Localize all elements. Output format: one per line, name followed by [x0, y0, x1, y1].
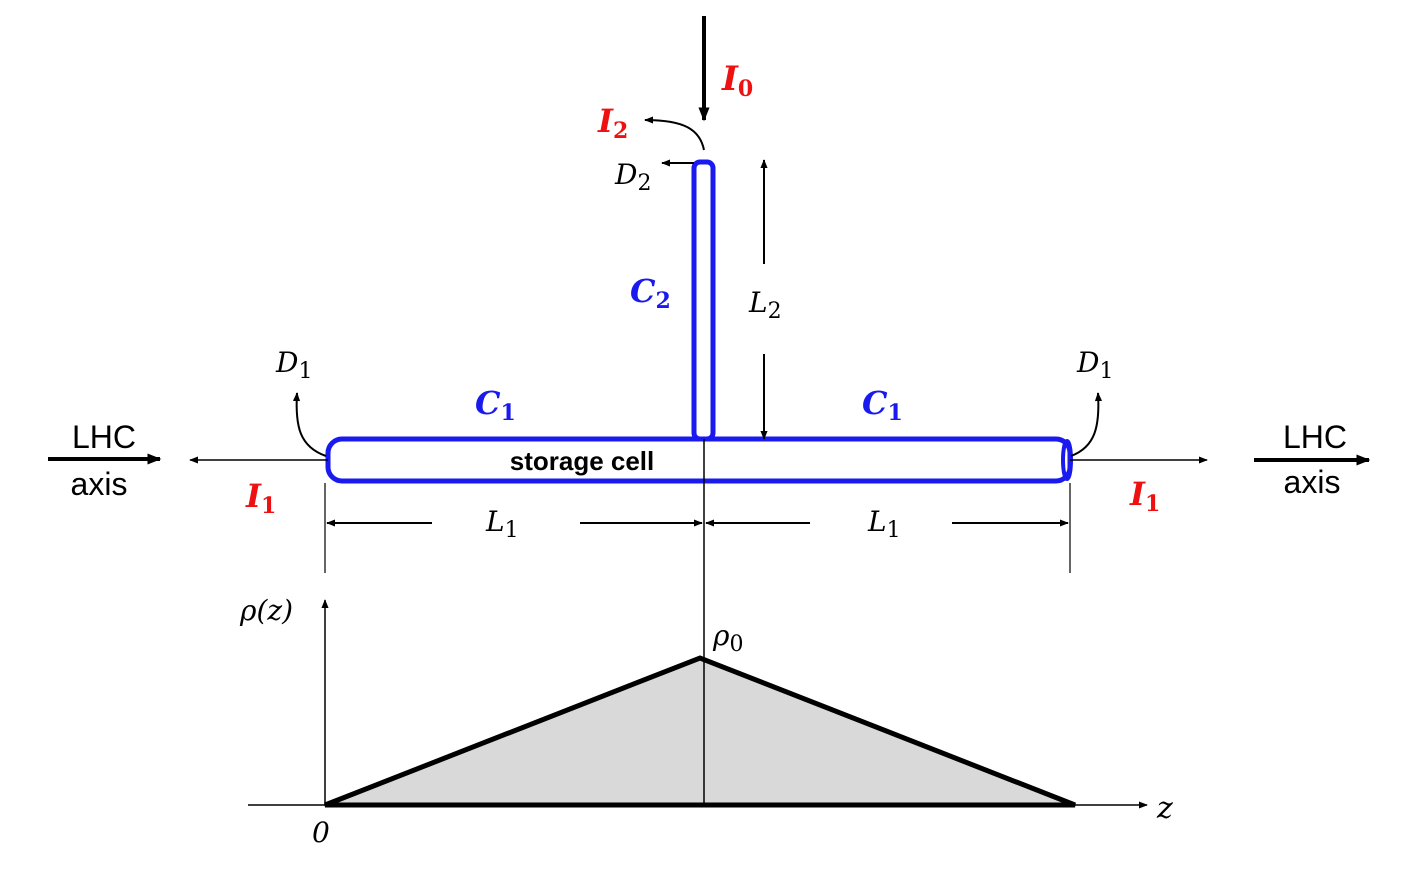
label-d2: D2	[614, 158, 651, 196]
label-rho-z: ρ(z)	[239, 594, 293, 627]
label-c1-left: C1	[475, 384, 516, 426]
label-lhc-left: LHC	[72, 419, 136, 455]
label-storage-cell: storage cell	[510, 446, 655, 476]
horizontal-tube-c1	[325, 436, 1073, 484]
label-rho0: ρ0	[712, 619, 743, 657]
label-c1-right: C1	[862, 384, 903, 426]
label-l2: L2	[748, 286, 782, 324]
label-z: z	[1156, 791, 1173, 826]
label-axis-right: axis	[1284, 464, 1341, 500]
label-i0: I0	[721, 59, 753, 102]
d1-left-curved-arrow	[292, 392, 327, 457]
i2-curved-arrow	[644, 116, 705, 151]
label-zero: 0	[312, 816, 330, 849]
label-d1-right: D1	[1076, 346, 1113, 384]
d1-right-curved-arrow	[1070, 392, 1103, 457]
label-l1-left: L1	[485, 505, 519, 543]
density-triangle	[324, 655, 1076, 808]
storage-cell-tubes	[325, 159, 1073, 484]
label-d1-left: D1	[275, 346, 312, 384]
label-i2: I2	[597, 102, 628, 144]
label-c2: C2	[630, 272, 671, 314]
label-i1-left: I1	[245, 477, 276, 519]
vertical-tube-c2	[691, 159, 716, 442]
label-l1-right: L1	[867, 505, 901, 543]
label-axis-left: axis	[71, 466, 128, 502]
label-i1-right: I1	[1129, 475, 1160, 517]
label-lhc-right: LHC	[1283, 419, 1347, 455]
